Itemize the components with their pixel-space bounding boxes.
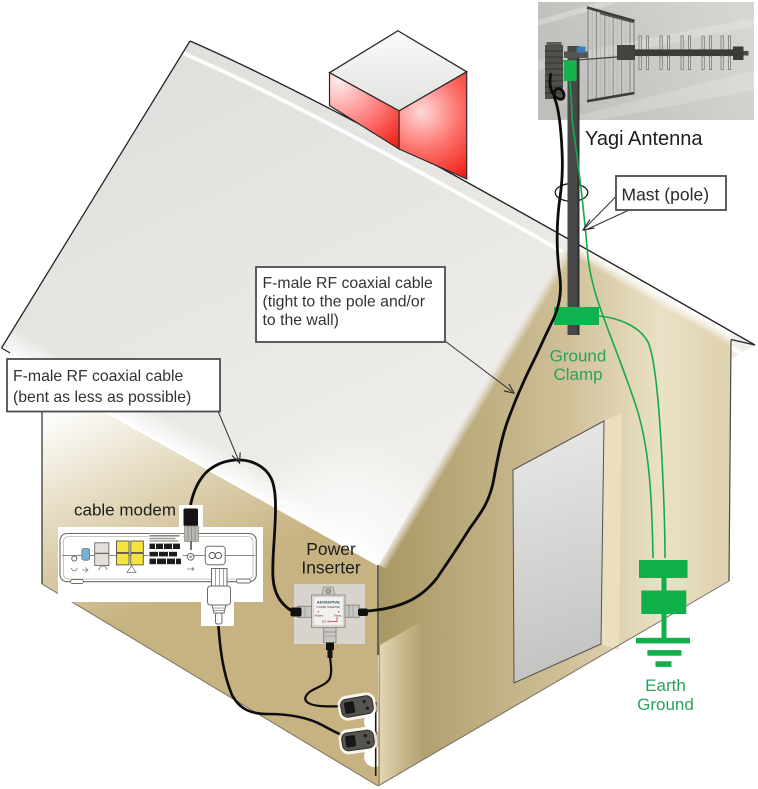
svg-text:Modem: Modem: [315, 614, 324, 618]
svg-text:ADVENTIVE: ADVENTIVE: [317, 600, 340, 605]
svg-text:(bent as less as possible): (bent as less as possible): [13, 389, 191, 406]
svg-text:cable modem: cable modem: [74, 501, 176, 520]
svg-text:Earth: Earth: [645, 676, 686, 695]
svg-text:Inserter: Inserter: [301, 558, 360, 578]
svg-text:Clamp: Clamp: [553, 365, 602, 384]
svg-text:Ground: Ground: [637, 695, 694, 714]
svg-text:to the wall): to the wall): [263, 312, 339, 329]
svg-text:F-male RF coaxial cable: F-male RF coaxial cable: [13, 368, 184, 385]
svg-text:Yagi Antenna: Yagi Antenna: [585, 128, 703, 150]
svg-text:F-male RF coaxial cable: F-male RF coaxial cable: [263, 275, 434, 292]
svg-text:POWER INSERTER: POWER INSERTER: [317, 605, 341, 609]
svg-text:Transc.: Transc.: [334, 614, 343, 618]
svg-text:►: ►: [338, 610, 341, 614]
svg-text:(tight to the pole and/or: (tight to the pole and/or: [263, 294, 425, 311]
svg-text:DC IN: DC IN: [322, 620, 330, 624]
svg-text:Ground: Ground: [550, 347, 607, 366]
svg-text:Power: Power: [306, 539, 356, 559]
svg-text:◄: ◄: [317, 610, 320, 614]
svg-text:Mast (pole): Mast (pole): [622, 185, 710, 205]
